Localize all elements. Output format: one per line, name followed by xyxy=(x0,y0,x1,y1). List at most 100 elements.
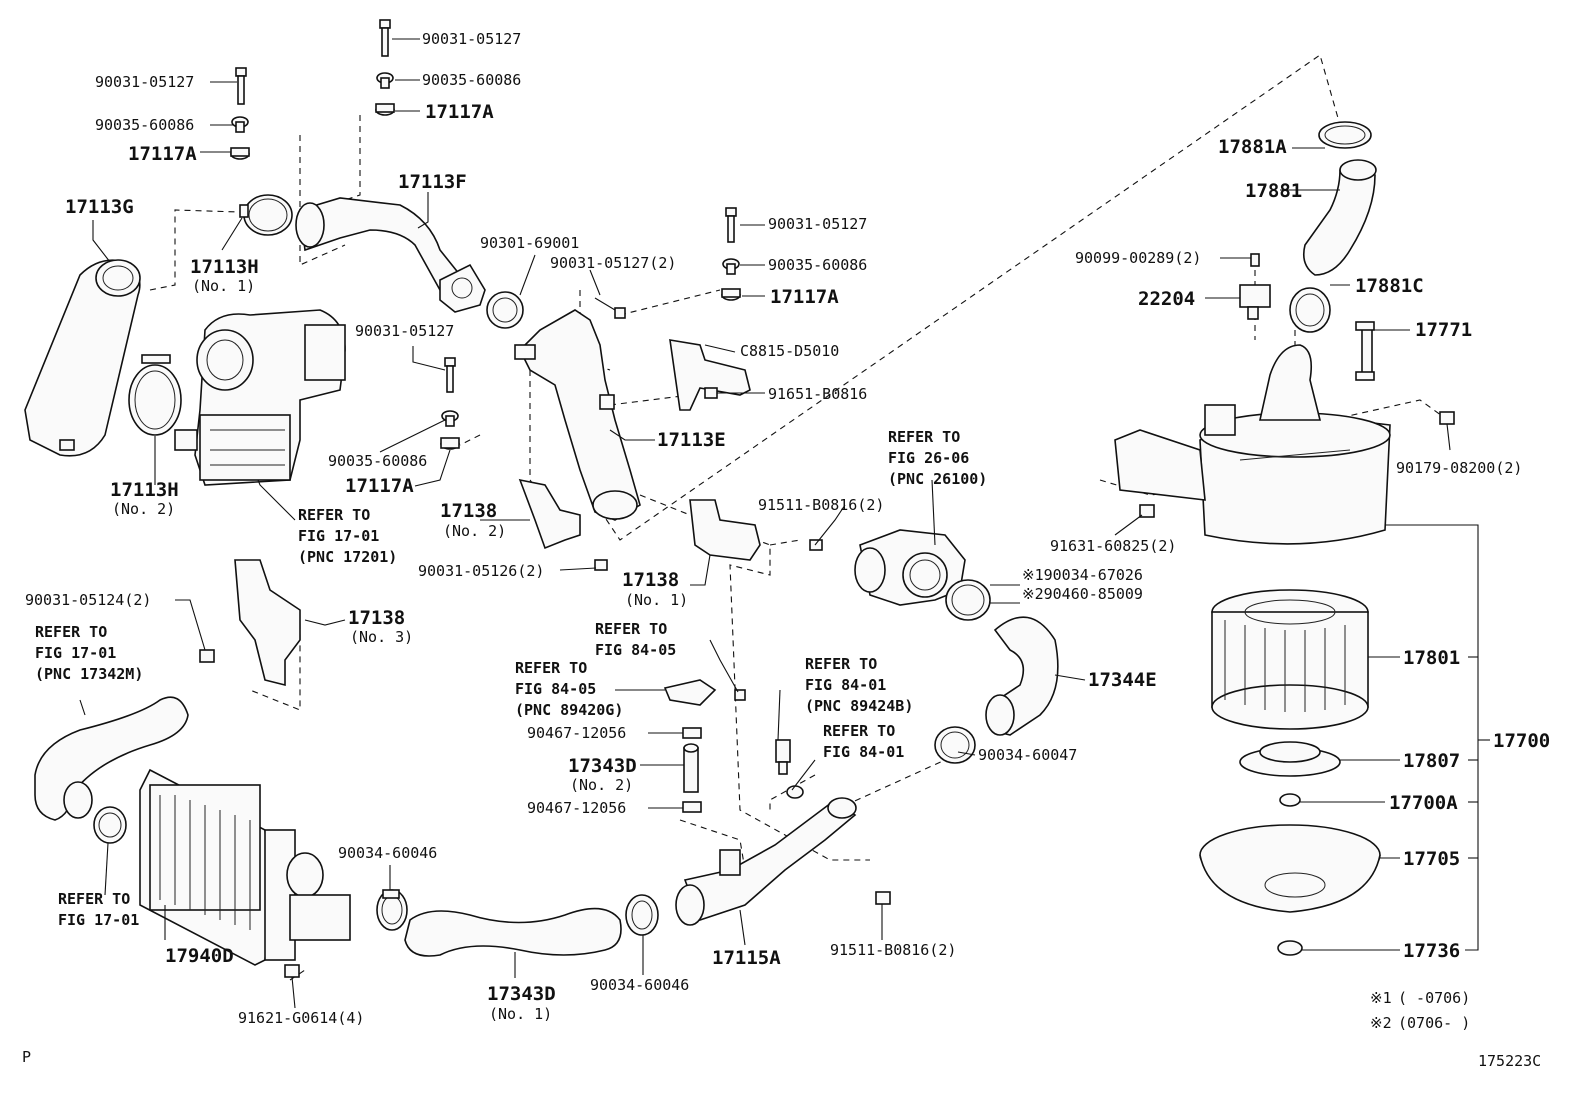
svg-text:REFER TO: REFER TO xyxy=(35,623,107,641)
label-90031-05127-a: 90031-05127 xyxy=(95,73,194,91)
footnote-2-mark: ※2 xyxy=(1370,1014,1392,1032)
bolt-90031-05127-top xyxy=(379,19,391,57)
label-17117a-b: 17117A xyxy=(425,101,494,123)
label-17700a: 17700A xyxy=(1389,792,1458,814)
refer-note-pnc-17201: REFER TO FIG 17-01 (PNC 17201) xyxy=(298,506,397,566)
grommet-17117a-top xyxy=(375,103,395,116)
label-91511-b0816-x2-a: 91511-B0816(2) xyxy=(758,496,884,514)
turbocharger-assembly xyxy=(174,309,346,486)
bolt-90031-05127-right xyxy=(725,207,737,243)
label-90467-12056-a: 90467-12056 xyxy=(527,724,626,742)
intercooler-17940d xyxy=(139,768,351,966)
svg-text:REFER TO: REFER TO xyxy=(805,655,877,673)
bracket-17138-no1 xyxy=(689,499,761,561)
leader-lines xyxy=(79,38,1490,1009)
svg-text:FIG 17-01: FIG 17-01 xyxy=(58,911,139,929)
svg-text:FIG 84-01: FIG 84-01 xyxy=(805,676,886,694)
nut-90179-08200-x2 xyxy=(1439,411,1455,425)
label-17807: 17807 xyxy=(1403,750,1460,772)
refer-note-fig-84-01: REFER TO FIG 84-01 xyxy=(823,722,904,761)
intake-pipe-17113f xyxy=(295,197,486,313)
hose-17881 xyxy=(1302,159,1377,276)
label-17113g: 17113G xyxy=(65,196,134,218)
label-90035-60086-d: 90035-60086 xyxy=(328,452,427,470)
label-91631-60825-x2: 91631-60825(2) xyxy=(1050,537,1176,555)
svg-text:FIG 84-01: FIG 84-01 xyxy=(823,743,904,761)
clamp-17881c xyxy=(1289,287,1331,333)
refer-note-pnc-17342m: REFER TO FIG 17-01 (PNC 17342M) xyxy=(35,623,143,683)
label-17117a-a: 17117A xyxy=(128,143,197,165)
washer-90035-60086-mid xyxy=(441,410,459,427)
label-17138-no2-sub: (No. 2) xyxy=(443,522,506,540)
bolt-90031-05124-x2 xyxy=(199,649,215,663)
hose-17343d-no1 xyxy=(404,907,622,957)
refer-note-pnc-89424b: REFER TO FIG 84-01 (PNC 89424B) xyxy=(805,655,913,715)
svg-text:FIG 84-05: FIG 84-05 xyxy=(515,680,596,698)
screw-90099-00289-x2 xyxy=(1250,253,1260,267)
refer-note-pnc-89420g: REFER TO FIG 84-05 (PNC 89420G) xyxy=(515,659,623,719)
bracket-17138-no3 xyxy=(234,559,301,687)
washer-90035-60086-left xyxy=(231,116,249,133)
bracket-17138-no2 xyxy=(518,478,581,550)
label-90467-12056-b: 90467-12056 xyxy=(527,799,626,817)
bolt-91631-60825-x2 xyxy=(1139,504,1155,518)
label-90460-85009: ※290460-85009 xyxy=(1022,585,1143,603)
filter-element-17801 xyxy=(1211,589,1369,730)
label-90301-69001: 90301-69001 xyxy=(480,234,579,252)
svg-text:(PNC 89420G): (PNC 89420G) xyxy=(515,701,623,719)
svg-text:FIG 26-06: FIG 26-06 xyxy=(888,449,969,467)
label-90035-60086-c: 90035-60086 xyxy=(768,256,867,274)
svg-text:REFER TO: REFER TO xyxy=(888,428,960,446)
hose-clamp-17113h-2 xyxy=(128,354,182,436)
label-17113h-no2: 17113H xyxy=(110,479,179,501)
clamp-17736 xyxy=(1277,940,1303,956)
label-91511-b0816-x2-b: 91511-B0816(2) xyxy=(830,941,956,959)
label-17343d-no2: 17343D xyxy=(568,755,637,777)
svg-text:FIG 17-01: FIG 17-01 xyxy=(35,644,116,662)
air-duct-17113g xyxy=(24,259,141,457)
label-17117a-d: 17117A xyxy=(345,475,414,497)
label-17343d-no1: 17343D xyxy=(487,983,556,1005)
svg-text:REFER TO: REFER TO xyxy=(595,620,667,638)
label-22204: 22204 xyxy=(1138,288,1195,310)
hose-17344e xyxy=(985,616,1059,736)
hose-clamp-17113h-1 xyxy=(239,194,293,236)
label-90031-05126-x2: 90031-05126(2) xyxy=(418,562,544,580)
svg-text:FIG 17-01: FIG 17-01 xyxy=(298,527,379,545)
hose-17343d-no2 xyxy=(683,743,699,793)
svg-text:REFER TO: REFER TO xyxy=(58,890,130,908)
bolt-91511-b0816-lower xyxy=(875,891,891,905)
label-90034-67026: ※190034-67026 xyxy=(1022,566,1143,584)
footnote-1-text: ( -0706) xyxy=(1398,989,1470,1007)
label-17113e: 17113E xyxy=(657,429,726,451)
intake-pipe-17113e xyxy=(514,309,641,521)
label-17736: 17736 xyxy=(1403,940,1460,962)
bolt-91511-b0816-upper xyxy=(809,539,823,551)
hose-clamp-refer-17-01 xyxy=(93,806,127,844)
label-17700: 17700 xyxy=(1493,730,1550,752)
refer-notes: REFER TO FIG 17-01 (PNC 17201) REFER TO … xyxy=(35,428,987,929)
svg-text:(PNC 89424B): (PNC 89424B) xyxy=(805,697,913,715)
sensor-89420g xyxy=(663,679,746,706)
washer-90035-60086-top xyxy=(376,72,394,89)
label-90035-60086-a: 90035-60086 xyxy=(95,116,194,134)
sensor-22204 xyxy=(1239,284,1271,320)
label-17117a-c: 17117A xyxy=(770,286,839,308)
label-90099-00289-x2: 90099-00289(2) xyxy=(1075,249,1201,267)
svg-text:(PNC 17201): (PNC 17201) xyxy=(298,548,397,566)
bolt-90031-05127-x2 xyxy=(594,297,626,319)
bolt-90031-05127-mid xyxy=(444,357,456,393)
label-17771: 17771 xyxy=(1415,319,1472,341)
label-17113h-no1-sub: (No. 1) xyxy=(192,277,255,295)
grommet-17117a-right xyxy=(721,288,741,301)
sensor-89424b xyxy=(775,739,804,799)
svg-text:(PNC 26100): (PNC 26100) xyxy=(888,470,987,488)
label-17881c: 17881C xyxy=(1355,275,1424,297)
label-17940d: 17940D xyxy=(165,945,234,967)
pipe-17115a xyxy=(675,797,857,926)
bolt-90031-05127-left xyxy=(235,67,247,105)
label-17138-no3-sub: (No. 3) xyxy=(350,628,413,646)
label-17705: 17705 xyxy=(1403,848,1460,870)
